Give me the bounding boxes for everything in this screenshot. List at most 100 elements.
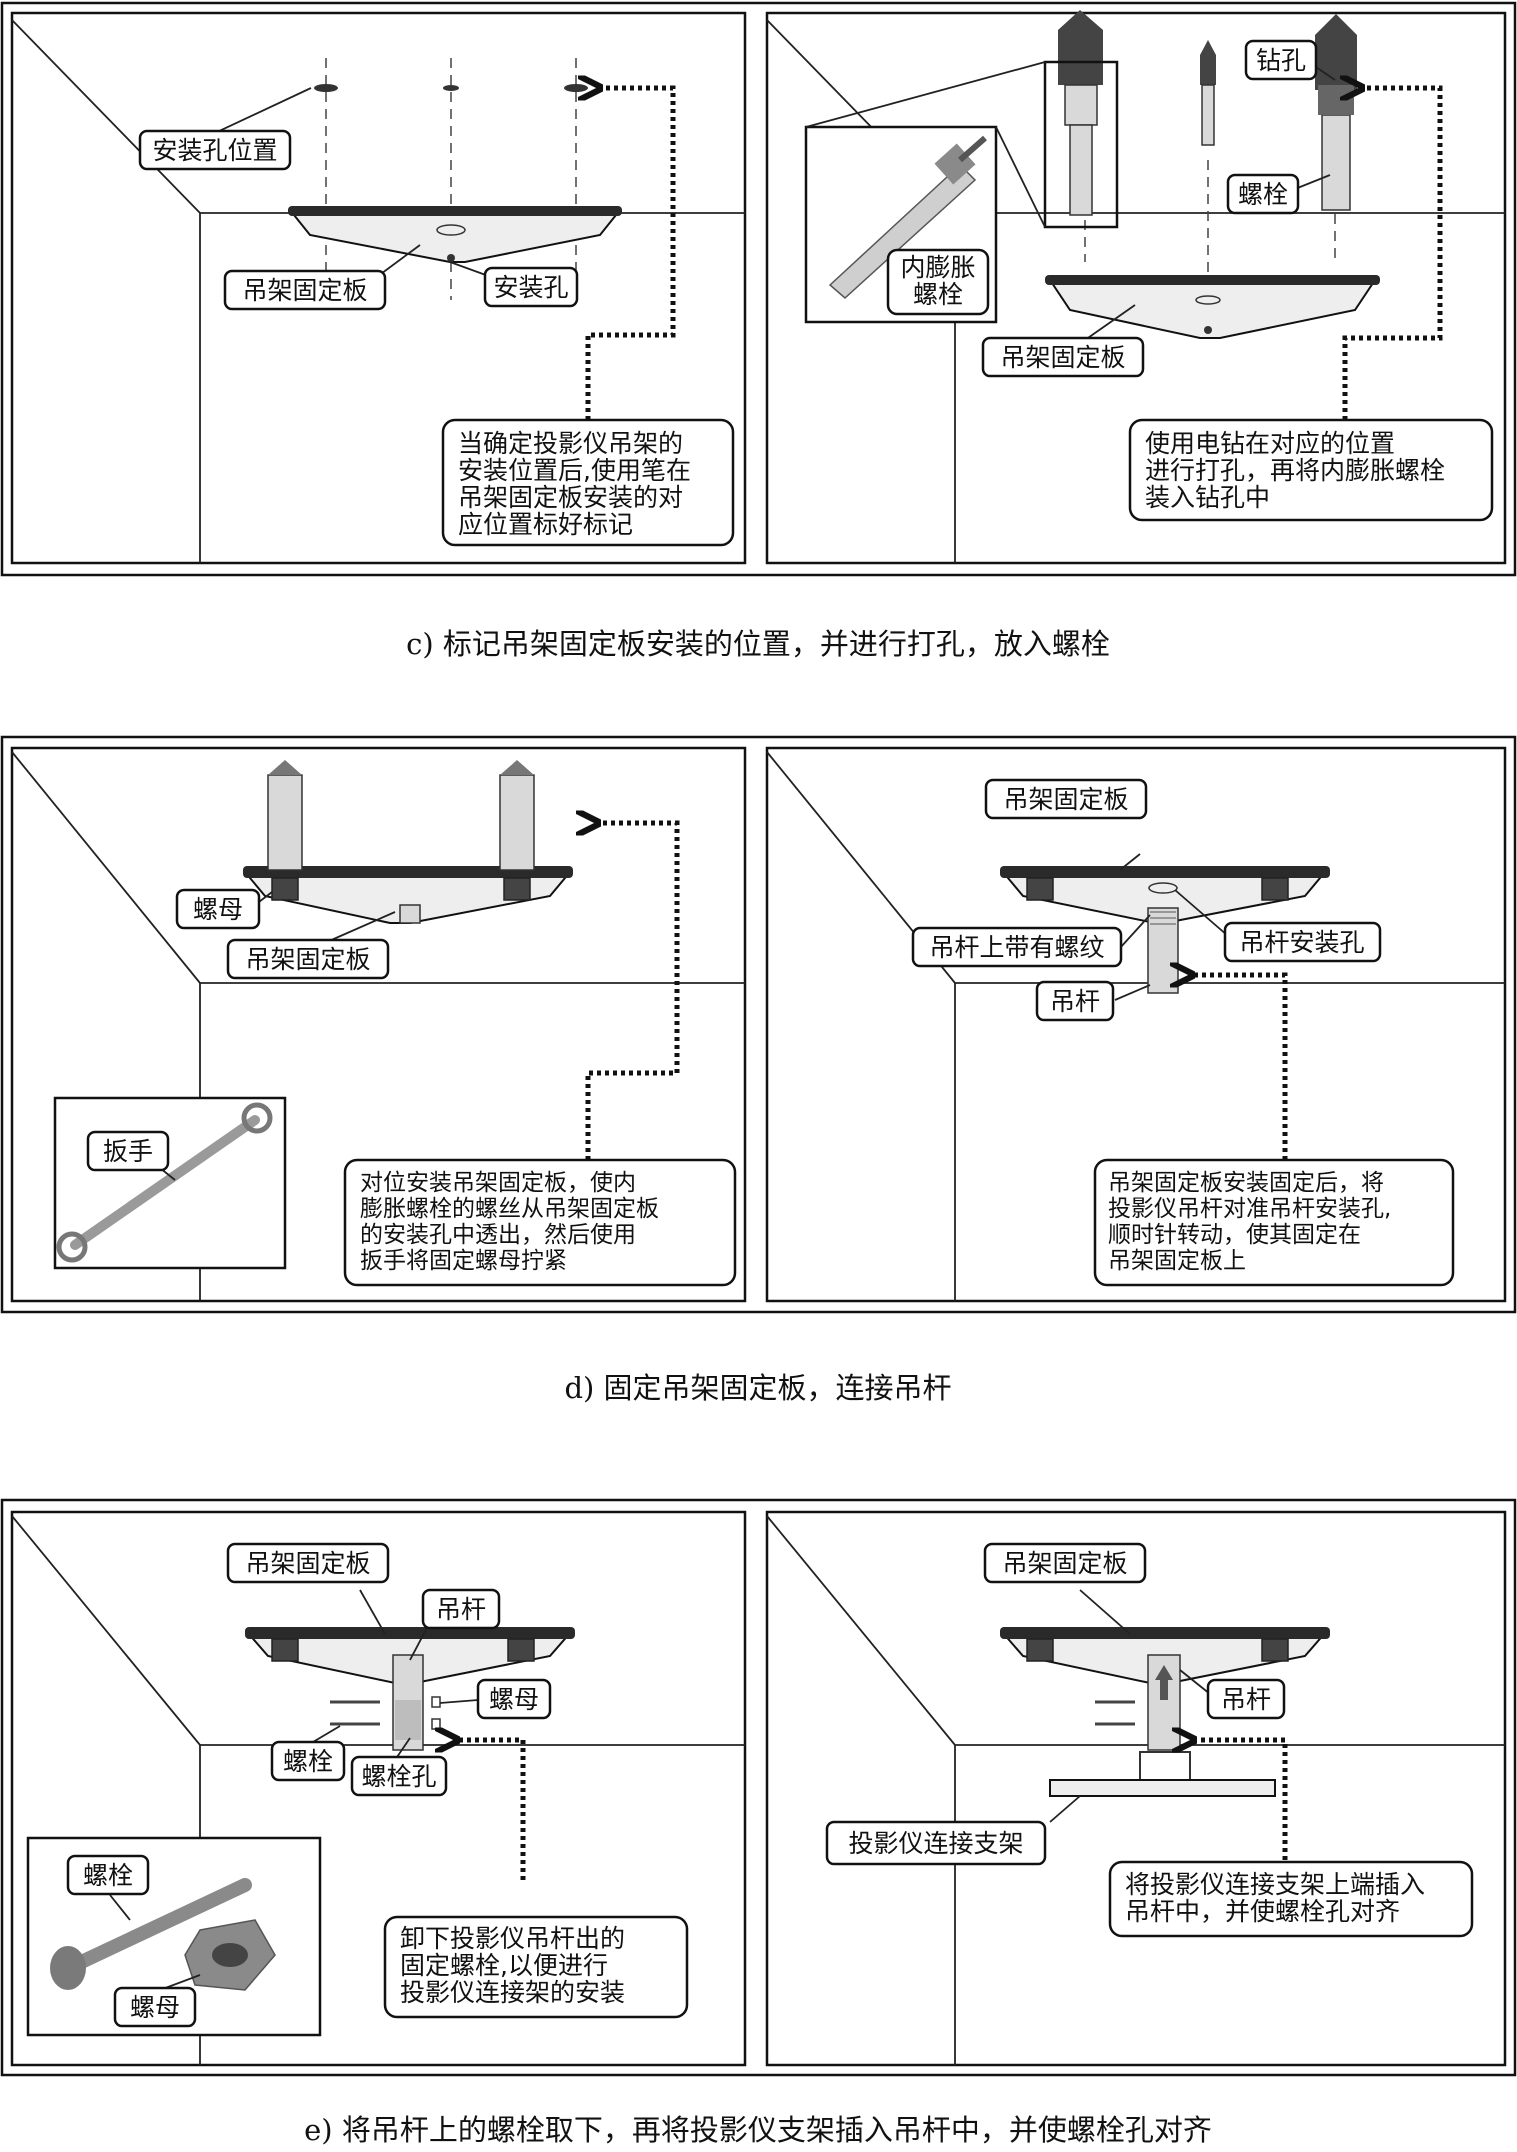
bolt-nut-photo (50, 1878, 276, 1991)
label-rod (1206, 1678, 1286, 1720)
label-drill-hole-text: 钻孔 (1256, 46, 1306, 75)
expansion-bolt-photo (828, 135, 987, 300)
label-hole (483, 266, 579, 308)
panel-c-right: 钻孔 螺栓 内膨胀 螺栓 吊架固定板 使用电钻在对应的位置 进行打孔，再将内膨胀… (765, 10, 1507, 565)
label-hole-position (138, 129, 292, 171)
label-plate (983, 1542, 1147, 1584)
svg-text:当确定投影仪吊架的: 当确定投影仪吊架的 (458, 429, 683, 458)
row-c: 安装孔位置 吊架固定板 安装孔 当确定投影仪吊架的 安装位置后,使用笔在 吊架固… (0, 1, 1517, 577)
mounted-plate (242, 760, 573, 924)
label-photo-bolt (66, 1854, 150, 1896)
label-rod-text: 吊杆 (436, 1595, 486, 1624)
hole-mark (443, 85, 459, 91)
label-rod-hole-text: 吊杆安装孔 (1239, 928, 1364, 957)
zoom-line (995, 126, 1046, 228)
label-bolt-text: 螺栓 (283, 1747, 333, 1776)
label-hole-text: 安装孔 (493, 273, 568, 302)
panel-frame (10, 746, 747, 1303)
drill-bit-1 (1043, 10, 1119, 229)
label-bolt (270, 1740, 346, 1782)
label-bracket-text: 投影仪连接支架 (848, 1829, 1023, 1858)
svg-text:应位置标好标记: 应位置标好标记 (458, 510, 633, 539)
label-plate-text: 吊架固定板 (1000, 343, 1125, 372)
leader-line (439, 1699, 479, 1704)
svg-text:进行打孔，再将内膨胀螺栓: 进行打孔，再将内膨胀螺栓 (1145, 456, 1445, 485)
label-nut (175, 888, 261, 930)
panel-e-right: 吊架固定板 吊杆 投影仪连接支架 将投影仪连接支架上端插入 吊杆中，并使螺栓孔对… (765, 1510, 1507, 2067)
svg-text:使用电钻在对应的位置: 使用电钻在对应的位置 (1145, 429, 1395, 458)
label-rod-hole (1223, 921, 1382, 963)
row-e: 吊架固定板 吊杆 螺母 螺栓 螺栓孔 螺栓 螺母 (0, 1498, 1517, 2077)
note-d-right: 吊架固定板安装固定后，将 投影仪吊杆对准吊杆安装孔, 顺时针转动，使其固定在 吊… (1093, 1158, 1455, 1287)
label-plate-text: 吊架固定板 (245, 1549, 370, 1578)
svg-text:投影仪连接架的安装: 投影仪连接架的安装 (400, 1978, 625, 2007)
pointer-dots (455, 1740, 526, 1880)
row-d-frame (0, 735, 1517, 1314)
panel-d-left: 螺母 吊架固定板 扳手 对位安装吊架固定板，使内 膨胀螺栓的螺丝从吊架固定板 的… (10, 746, 747, 1303)
leader-line (359, 1589, 386, 1635)
ceiling-corner-line (766, 1515, 956, 1746)
label-nut (476, 1678, 552, 1720)
label-nut-text: 螺母 (193, 895, 243, 924)
panel-e-left: 吊架固定板 吊杆 螺母 螺栓 螺栓孔 螺栓 螺母 (10, 1510, 747, 2067)
caption-d: d) 固定吊架固定板，连接吊杆 (564, 1371, 951, 1405)
note-e-right: 将投影仪连接支架上端插入 吊杆中，并使螺栓孔对齐 (1108, 1860, 1474, 1938)
hanger-rod (1147, 907, 1179, 994)
svg-text:吊杆中，并使螺栓孔对齐: 吊杆中，并使螺栓孔对齐 (1125, 1897, 1400, 1926)
label-nut-text: 螺母 (489, 1685, 539, 1714)
mount-plate (1045, 275, 1380, 339)
note-c-left: 当确定投影仪吊架的 安装位置后,使用笔在 吊架固定板安装的对 应位置标好标记 (441, 418, 735, 547)
zoom-line (805, 61, 1046, 128)
label-thread (911, 926, 1123, 968)
mounted-plate (1000, 866, 1330, 923)
pointer-dots (1345, 88, 1443, 420)
panel-frame (10, 11, 747, 565)
caption-c: c) 标记吊架固定板安装的位置，并进行打孔，放入螺栓 (406, 627, 1110, 661)
label-bracket (825, 1820, 1047, 1866)
panel-frame (765, 11, 1507, 565)
hanger-rod (330, 1654, 441, 1751)
leader-line (1119, 914, 1151, 949)
row-c-frame (0, 1, 1517, 577)
pointer-dots (1192, 1740, 1288, 1860)
svg-text:膨胀螺栓的螺丝从吊架固定板: 膨胀螺栓的螺丝从吊架固定板 (360, 1196, 659, 1222)
label-bolt (1226, 173, 1300, 215)
label-rod-text: 吊杆 (1221, 1685, 1271, 1714)
label-expansion-bolt (886, 248, 990, 316)
label-plate-text: 吊架固定板 (1002, 1549, 1127, 1578)
svg-text:对位安装吊架固定板，使内: 对位安装吊架固定板，使内 (360, 1170, 636, 1196)
projector-bracket (1049, 1779, 1276, 1797)
leader-line (1084, 304, 1136, 341)
ceiling-corner-line (11, 19, 201, 214)
row-d: 螺母 吊架固定板 扳手 对位安装吊架固定板，使内 膨胀螺栓的螺丝从吊架固定板 的… (0, 735, 1517, 1314)
svg-text:扳手将固定螺母拧紧: 扳手将固定螺母拧紧 (360, 1248, 567, 1274)
ceiling-corner-line (11, 1515, 201, 1746)
label-plate-text: 吊架固定板 (242, 276, 367, 305)
panel-frame (10, 1510, 747, 2067)
label-plate (984, 778, 1148, 820)
panel-c-left: 安装孔位置 吊架固定板 安装孔 当确定投影仪吊架的 安装位置后,使用笔在 吊架固… (10, 11, 747, 565)
expansion-bolt-small (1200, 40, 1216, 146)
svg-text:吊架固定板安装固定后，将: 吊架固定板安装固定后，将 (1108, 1170, 1384, 1196)
hanger-rod (1095, 1654, 1191, 1795)
leader-line (1079, 1589, 1131, 1635)
svg-text:螺栓: 螺栓 (913, 280, 963, 309)
panel-frame (765, 746, 1507, 1303)
hole-mark (564, 84, 588, 92)
pointer-dots (588, 823, 680, 1160)
label-wrench-text: 扳手 (103, 1137, 153, 1166)
label-plate (223, 269, 387, 311)
svg-text:内膨胀: 内膨胀 (900, 253, 975, 282)
label-bolt-hole (350, 1755, 448, 1797)
label-wrench (86, 1130, 170, 1172)
svg-text:安装位置后,使用笔在: 安装位置后,使用笔在 (458, 456, 691, 485)
label-drill-hole (1244, 39, 1318, 81)
label-thread-text: 吊杆上带有螺纹 (929, 933, 1104, 962)
svg-text:吊架固定板上: 吊架固定板上 (1108, 1248, 1246, 1274)
mount-plate (287, 206, 623, 263)
label-plate (226, 938, 390, 980)
note-e-left: 卸下投影仪吊杆出的 固定螺栓,以便进行 投影仪连接架的安装 (383, 1915, 689, 2019)
row-e-frame (0, 1498, 1517, 2077)
leader-line (109, 1894, 131, 1921)
svg-text:将投影仪连接支架上端插入: 将投影仪连接支架上端插入 (1125, 1870, 1425, 1899)
